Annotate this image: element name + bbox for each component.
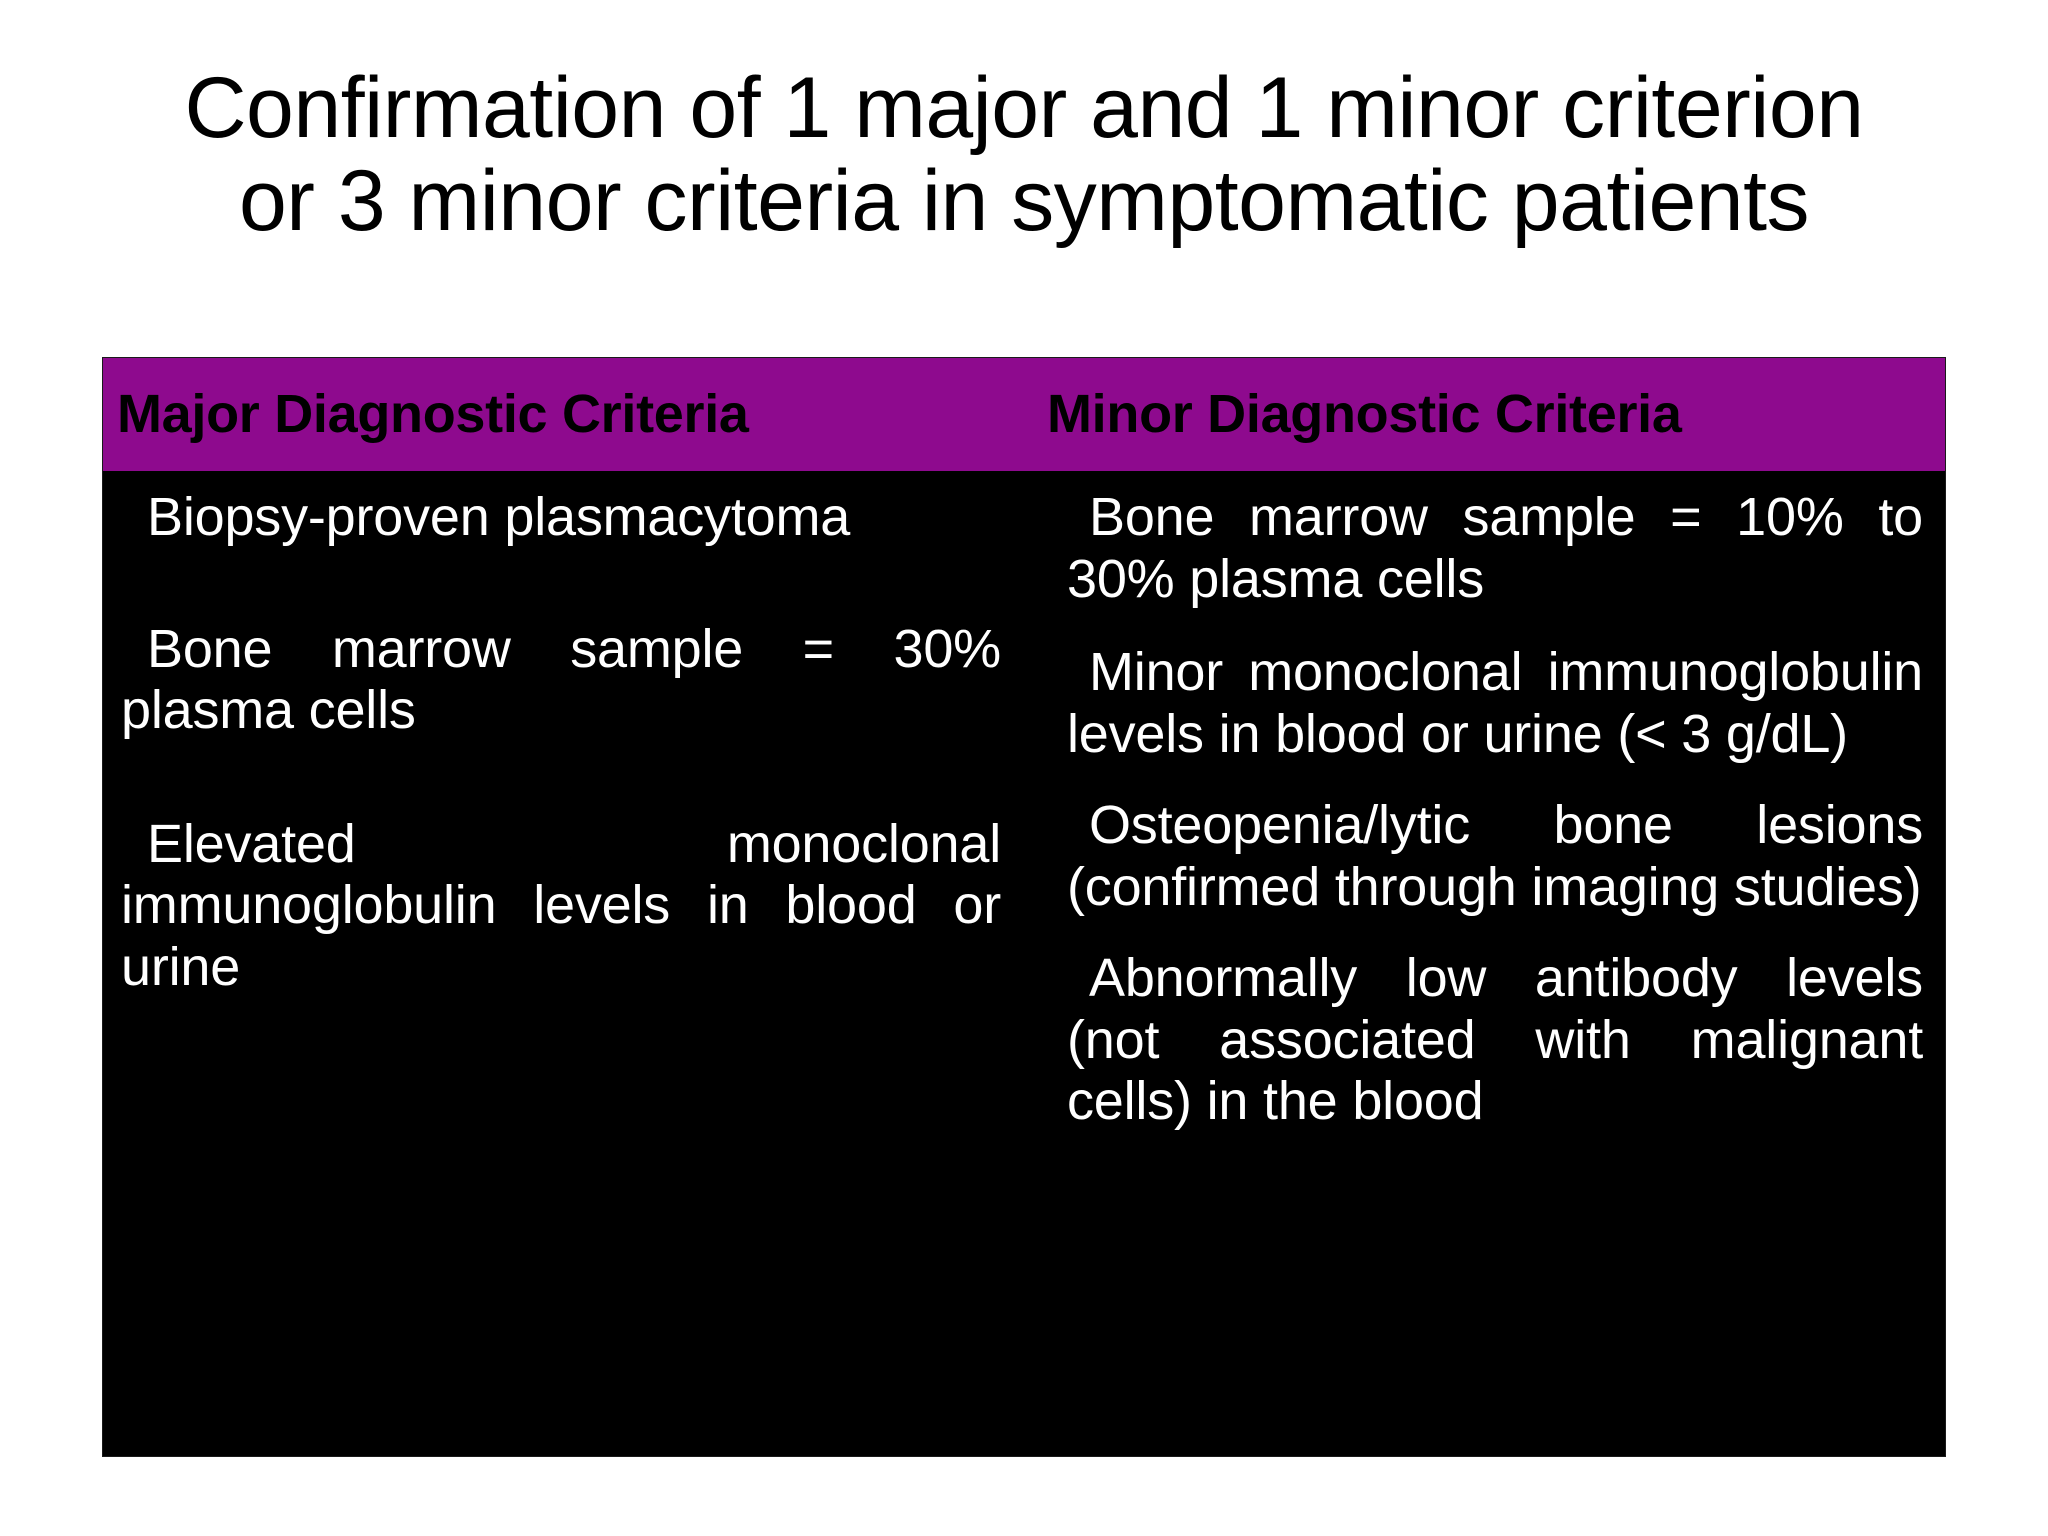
criteria-table: Major Diagnostic Criteria Minor Diagnost… bbox=[102, 357, 1946, 1457]
table-cell-major-criteria: Biopsy-proven plasmacytoma Bone marrow s… bbox=[103, 471, 1041, 1456]
list-item: Minor monoclonal immunoglobulin levels i… bbox=[1067, 642, 1923, 764]
table-header-row: Major Diagnostic Criteria Minor Diagnost… bbox=[103, 358, 1945, 471]
list-item: Biopsy-proven plasmacytoma bbox=[147, 487, 851, 547]
list-item: Bone marrow sample = 30% plasma cells bbox=[121, 618, 1001, 741]
page-title-line-2: or 3 minor criteria in symptomatic patie… bbox=[238, 152, 1810, 249]
column-header-minor-diagnostic-criteria: Minor Diagnostic Criteria bbox=[1047, 384, 1682, 444]
page-title-line-1: Confirmation of 1 major and 1 minor crit… bbox=[184, 60, 1864, 156]
table-body-row: Biopsy-proven plasmacytoma Bone marrow s… bbox=[103, 471, 1945, 1456]
list-item: Osteopenia/lytic bone lesions (confirmed… bbox=[1067, 795, 1923, 917]
column-header-major-diagnostic-criteria: Major Diagnostic Criteria bbox=[117, 384, 749, 444]
list-item: Bone marrow sample = 10% to 30% plasma c… bbox=[1067, 487, 1923, 609]
list-item: Abnormally low antibody levels (not asso… bbox=[1067, 948, 1923, 1132]
page-title: Confirmation of 1 major and 1 minor crit… bbox=[60, 62, 1988, 248]
list-item: Elevated monoclonal immunoglobulin level… bbox=[121, 813, 1001, 997]
table-cell-minor-criteria: Bone marrow sample = 10% to 30% plasma c… bbox=[1041, 471, 1945, 1456]
